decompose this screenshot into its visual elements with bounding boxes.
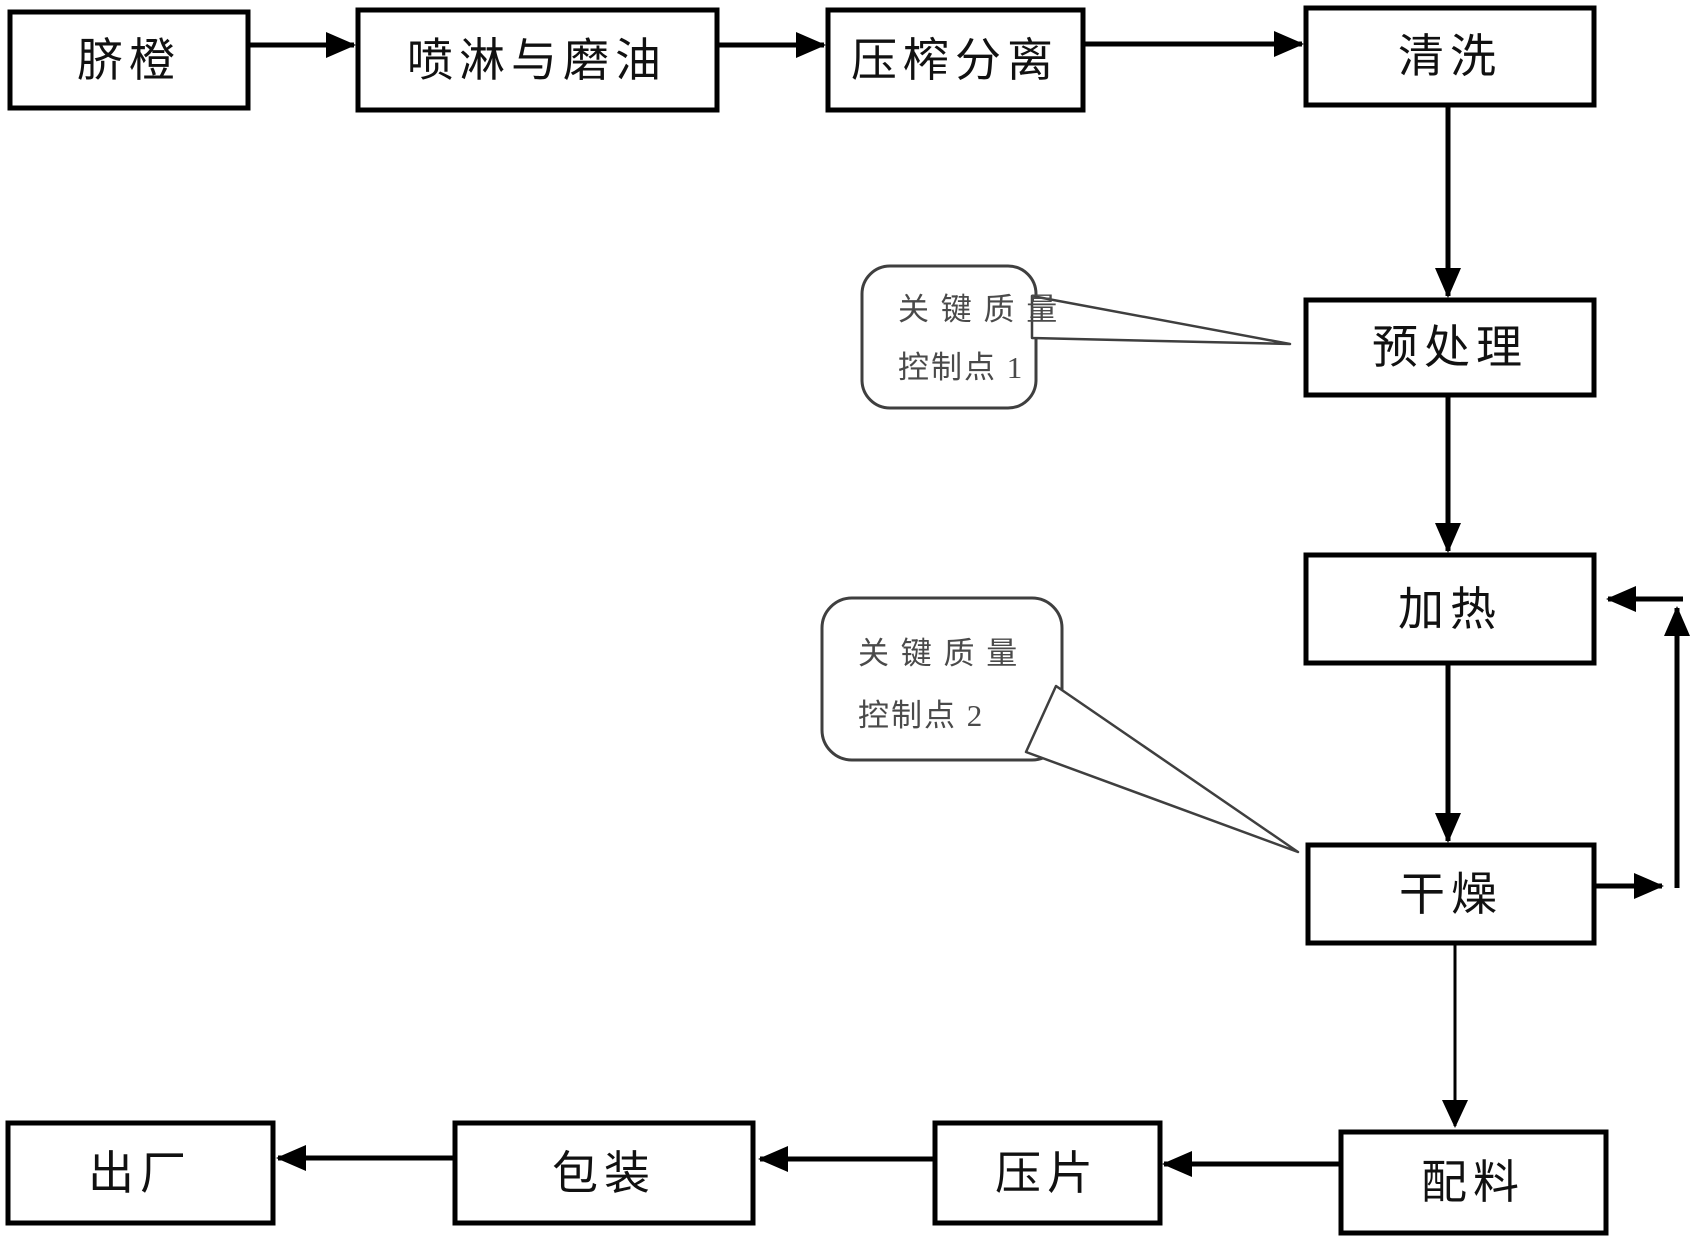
callout-ccp1-line2: 控制点 1 [898, 350, 1024, 385]
label-navel-orange: 脐橙 [77, 35, 181, 86]
callout-ccp1-line1: 关 键 质 量 [898, 292, 1059, 327]
box-press-separation [825, 7, 1086, 113]
label-press-separation: 压榨分离 [851, 35, 1059, 86]
box-ingredient-mixing [1338, 1129, 1609, 1236]
box-pretreatment [1303, 297, 1597, 398]
box-spray-oil-grinding [355, 7, 720, 113]
box-washing [1303, 5, 1597, 108]
box-factory-release [5, 1120, 276, 1226]
callout-bubble-ccp1 [860, 264, 1038, 410]
box-packaging [452, 1120, 756, 1226]
callout-tail-ccp1 [1030, 294, 1292, 346]
label-factory-release: 出厂 [88, 1148, 192, 1199]
box-tablet-pressing [932, 1120, 1163, 1226]
label-tablet-pressing: 压片 [995, 1148, 1099, 1199]
label-washing: 清洗 [1398, 31, 1502, 82]
box-heating [1303, 552, 1597, 666]
label-spray-oil-grinding: 喷淋与磨油 [407, 35, 667, 86]
label-drying: 干燥 [1399, 869, 1503, 920]
callout-ccp2-line2: 控制点 2 [858, 698, 984, 733]
box-navel-orange [7, 9, 251, 111]
callout-tail-ccp2 [1024, 684, 1300, 854]
label-heating: 加热 [1398, 584, 1502, 635]
label-pretreatment: 预处理 [1372, 322, 1528, 373]
callout-bubble-ccp2 [820, 596, 1064, 762]
label-ingredient-mixing: 配料 [1421, 1157, 1525, 1208]
callout-ccp2-line1: 关 键 质 量 [858, 636, 1019, 671]
box-drying [1305, 842, 1597, 946]
label-packaging: 包装 [552, 1148, 656, 1199]
